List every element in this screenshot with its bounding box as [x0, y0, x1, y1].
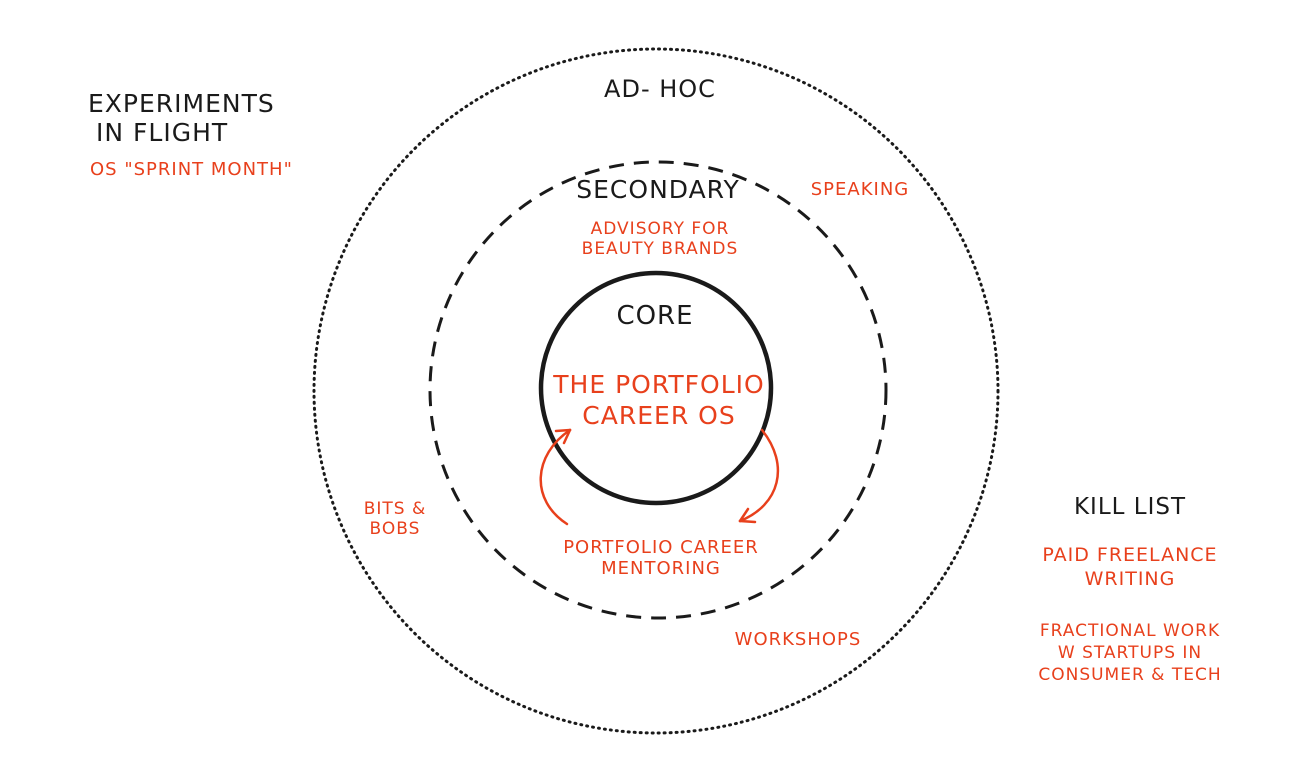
kill-list-item-1: PAID FREELANCE WRITING [1020, 544, 1240, 592]
kill-item-2-line-3: CONSUMER & TECH [1038, 665, 1222, 686]
adhoc-item-speaking: SPEAKING [810, 179, 910, 200]
adhoc-ring-label: AD- HOC [604, 75, 716, 103]
core-item-line-2: CAREER OS [582, 401, 736, 431]
advisory-line-2: BEAUTY BRANDS [581, 238, 739, 259]
experiments-title: EXPERIMENTS IN FLIGHT [88, 89, 288, 148]
kill-item-2-line-2: W STARTUPS IN [1057, 643, 1203, 664]
mentoring-line-1: PORTFOLIO CAREER [563, 537, 759, 558]
kill-list-item-2: FRACTIONAL WORK W STARTUPS IN CONSUMER &… [1020, 620, 1240, 686]
experiments-item: OS "SPRINT MONTH" [90, 159, 293, 180]
experiments-title-line-2: IN FLIGHT [96, 117, 229, 147]
advisory-line-1: ADVISORY FOR [590, 219, 730, 239]
kill-item-1-line-1: PAID FREELANCE [1042, 544, 1218, 566]
core-ring [538, 270, 774, 506]
right-curved-arrow-icon [738, 428, 780, 524]
secondary-item-advisory: ADVISORY FOR BEAUTY BRANDS [555, 219, 765, 259]
adhoc-item-workshops: WORKSHOPS [734, 629, 862, 650]
experiments-title-line-1: EXPERIMENTS [88, 89, 275, 118]
secondary-ring-label: SECONDARY [576, 175, 740, 204]
kill-item-2-line-1: FRACTIONAL WORK [1039, 621, 1221, 641]
left-curved-arrow-icon [539, 428, 572, 526]
mentoring-line-2: MENTORING [601, 557, 721, 579]
bits-bobs-line-1: BITS & [363, 499, 427, 519]
kill-list-title: KILL LIST [1073, 494, 1187, 520]
secondary-ring [428, 160, 888, 620]
core-item-line-1: THE PORTFOLIO [553, 370, 765, 399]
bits-bobs-line-2: BOBS [369, 518, 421, 539]
secondary-item-mentoring: PORTFOLIO CAREER MENTORING [548, 537, 774, 579]
kill-item-1-line-2: WRITING [1084, 567, 1176, 590]
core-ring-label: CORE [616, 301, 694, 331]
adhoc-item-bits-bobs: BITS & BOBS [355, 499, 435, 539]
adhoc-ring [312, 47, 1000, 735]
core-item-portfolio-os: THE PORTFOLIO CAREER OS [545, 369, 773, 432]
